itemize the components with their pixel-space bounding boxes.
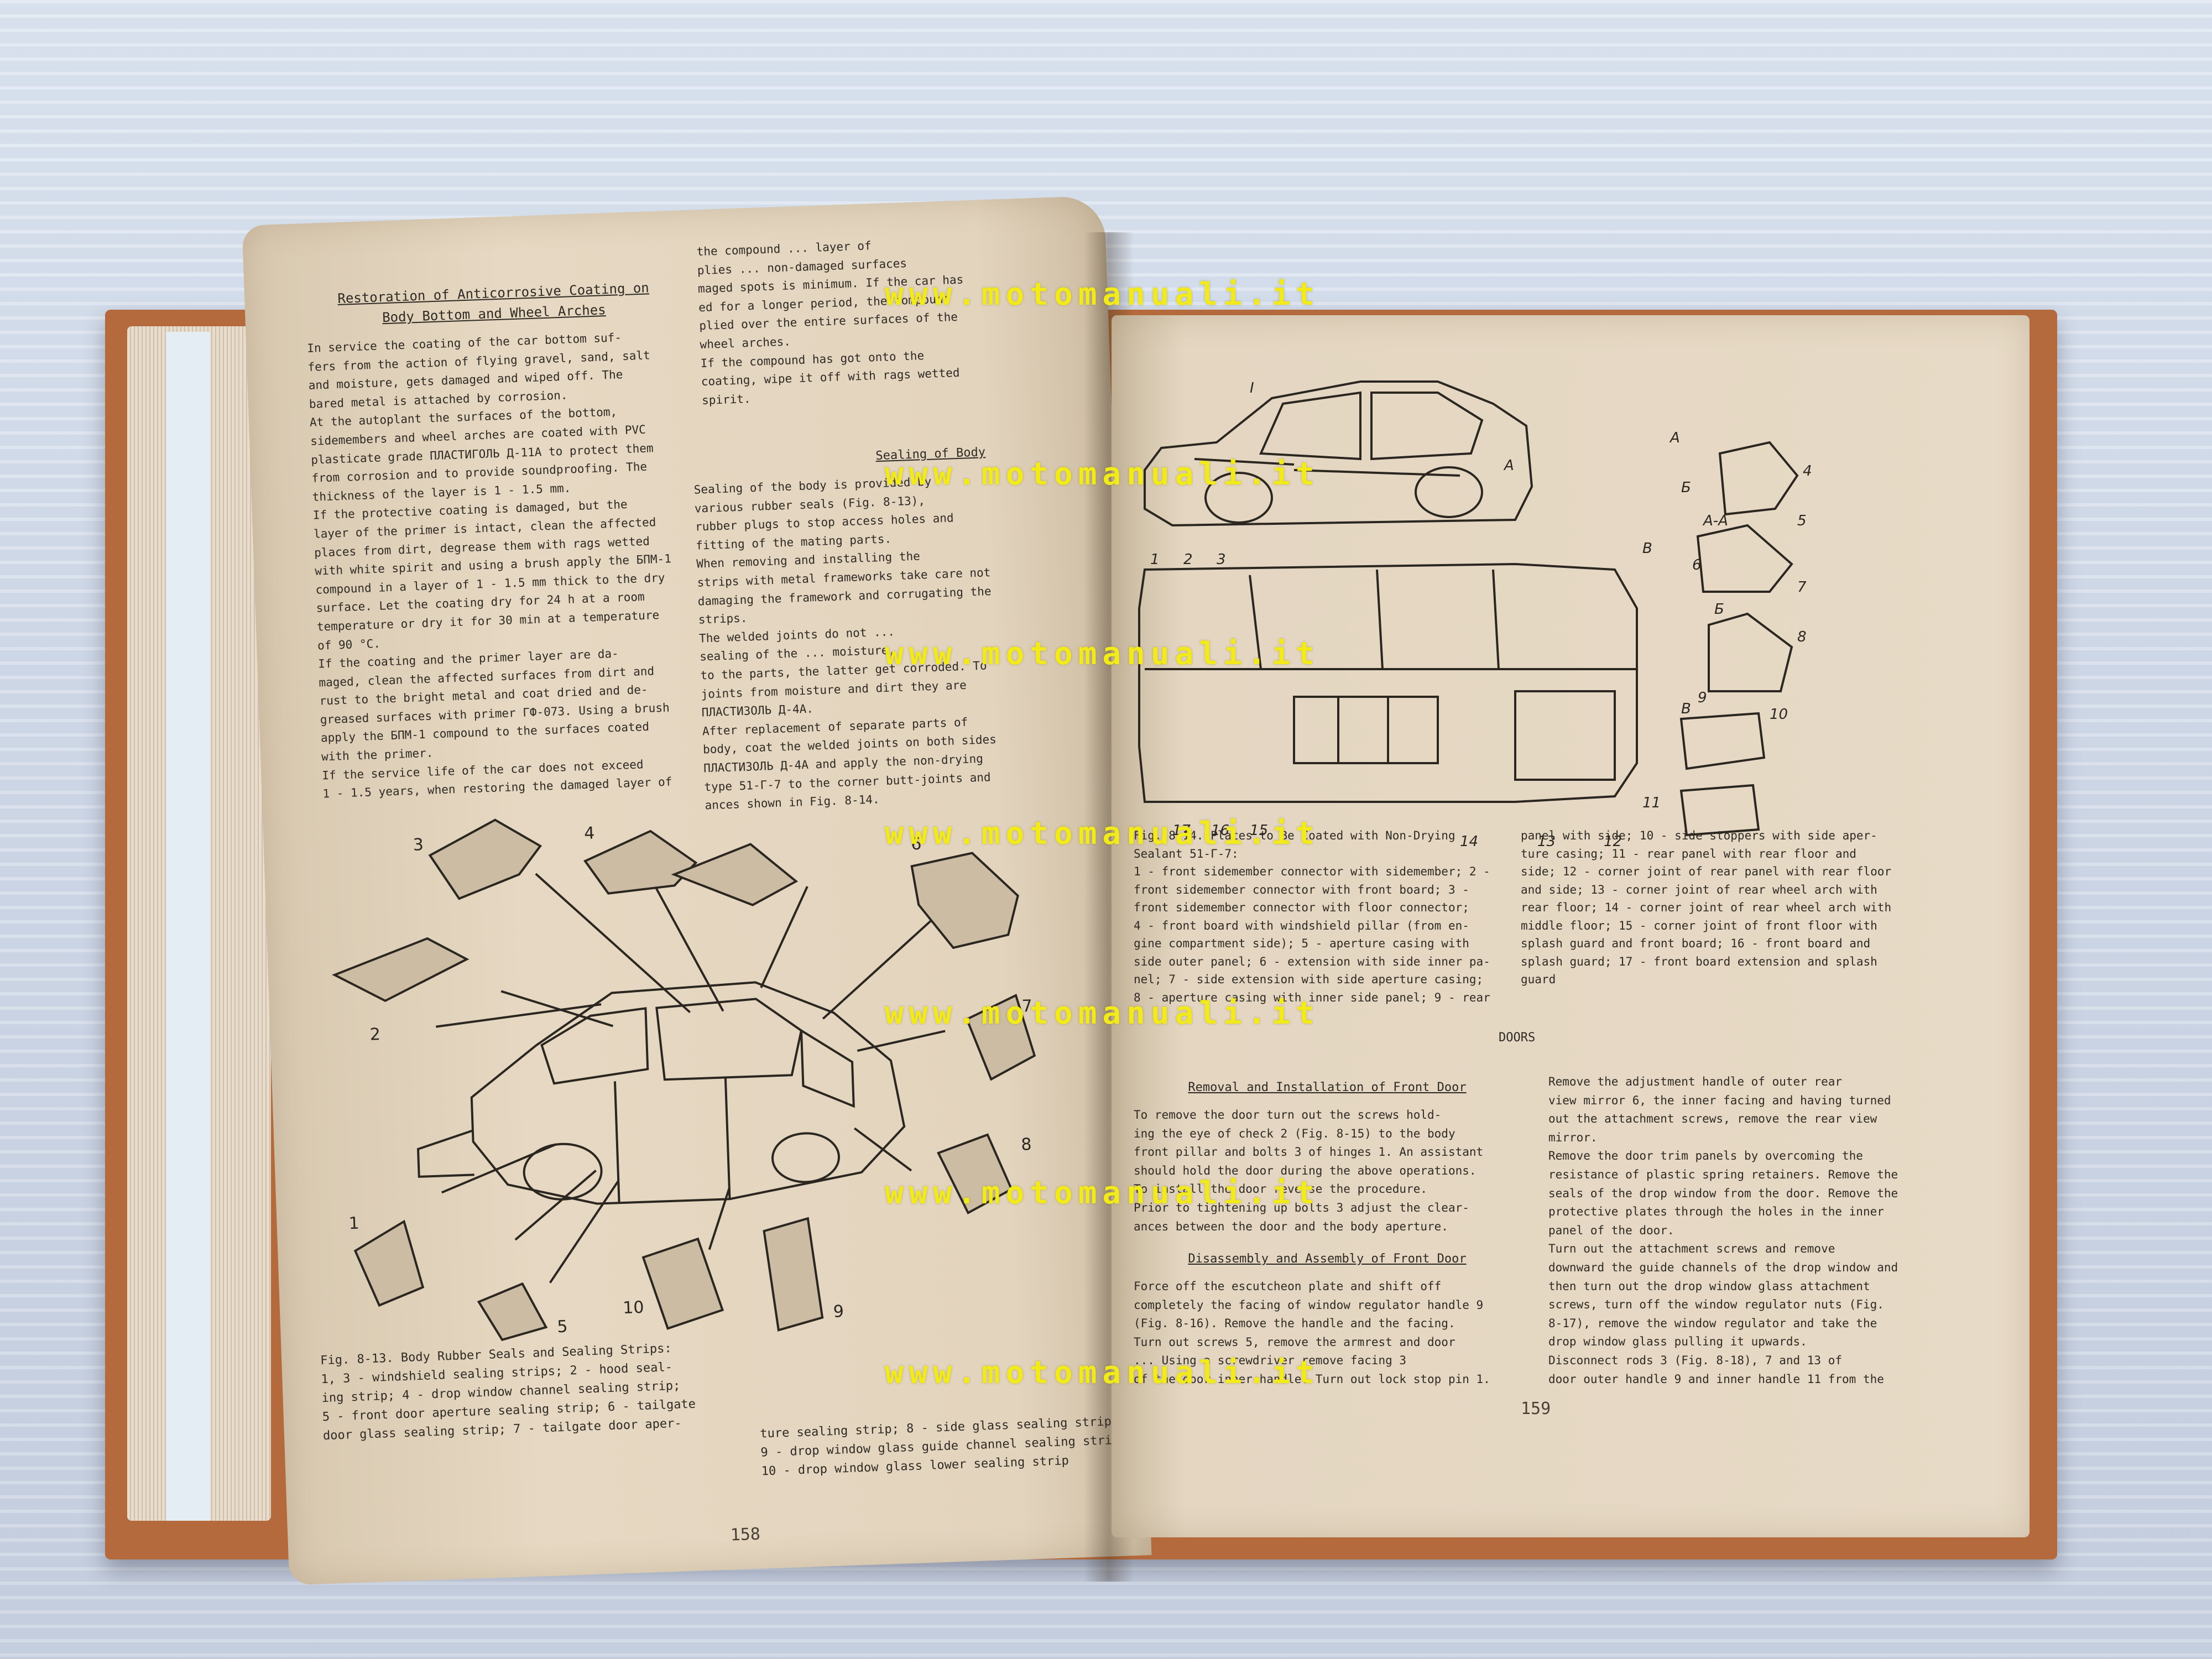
callout: I [1250,380,1254,397]
callout: А [1503,457,1514,474]
left-page-heading: Restoration of Anticorrosive Coating on … [337,280,650,326]
figure-caption: Fig. 8-13. Body Rubber Seals and Sealing… [320,1342,696,1443]
callout: А [1669,430,1680,446]
callout: В [1642,540,1652,557]
watermark: www.motomanuali.it [885,995,1320,1031]
callout: 6 [911,834,922,854]
book-spine-strip [166,332,210,1521]
watermark: www.motomanuali.it [885,1175,1320,1211]
watermark: www.motomanuali.it [885,1355,1320,1391]
callout: 7 [1797,579,1807,596]
callout: 4 [1803,463,1812,479]
callout: 16 [1211,822,1229,839]
body-seals-illustration: 3 4 6 2 7 8 1 5 10 9 [332,818,1036,1342]
callout: 12 [1604,833,1622,850]
callout: В [1681,701,1691,717]
callout: Б [1714,601,1724,618]
callout: 15 [1250,822,1268,839]
callout: 3 [1217,551,1226,568]
removal-instructions: To remove the door turn out the screws h… [1134,1108,1484,1233]
callout: 11 [1642,795,1661,811]
callout: 3 [413,835,424,855]
callout: 10 [623,1298,644,1318]
callout: 13 [1537,833,1556,850]
subsection-title: Removal and Installation of Front Door [1188,1081,1467,1094]
callout: 7 [1021,997,1032,1016]
callout: 4 [584,823,595,843]
callout: 9 [833,1302,844,1322]
subsection-title: Disassembly and Assembly of Front Door [1188,1252,1467,1266]
watermark: www.motomanuali.it [885,276,1320,312]
callout: Б [1681,479,1691,496]
watermark: www.motomanuali.it [885,816,1320,852]
callout: 5 [557,1317,568,1337]
left-page-column-1: In service the coating of the car bottom… [306,331,672,801]
figure-caption-continued: panel with side; 10 - side stoppers with… [1521,829,1892,987]
callout: 1 [1150,551,1160,568]
page-number: 159 [1521,1399,1551,1418]
callout: 8 [1021,1135,1032,1155]
section-title: DOORS [1499,1031,1536,1045]
callout: 8 [1797,629,1807,645]
body-sealant-diagram: 1 2 3 I А А Б В А-А Б В 4 5 6 7 8 9 10 1… [1138,380,1812,850]
callout: 9 [1698,690,1707,706]
figure-caption: Fig. 8-14. Places to Be Coated with Non-… [1134,829,1490,1004]
callout: 2 [1183,551,1193,568]
disassembly-instructions: Force off the escutcheon plate and shift… [1134,1280,1490,1386]
watermark: www.motomanuali.it [885,636,1320,672]
callout: А-А [1702,513,1728,529]
left-page: Restoration of Anticorrosive Coating on … [242,195,1152,1585]
callout: 1 [348,1214,359,1234]
page-number: 158 [730,1524,761,1545]
right-page: 1 2 3 I А А Б В А-А Б В 4 5 6 7 8 9 10 1… [1112,315,2030,1537]
left-page-column-2-top: the compound ... layer of plies ... non-… [696,239,964,407]
right-column-text: Remove the adjustment handle of outer re… [1548,1075,1898,1386]
callout: 2 [369,1025,380,1045]
callout: 5 [1797,513,1807,529]
callout: 17 [1172,822,1191,839]
callout: 10 [1770,706,1788,723]
watermark: www.motomanuali.it [885,456,1320,492]
callout: 14 [1460,833,1478,850]
callout: 6 [1692,557,1702,573]
